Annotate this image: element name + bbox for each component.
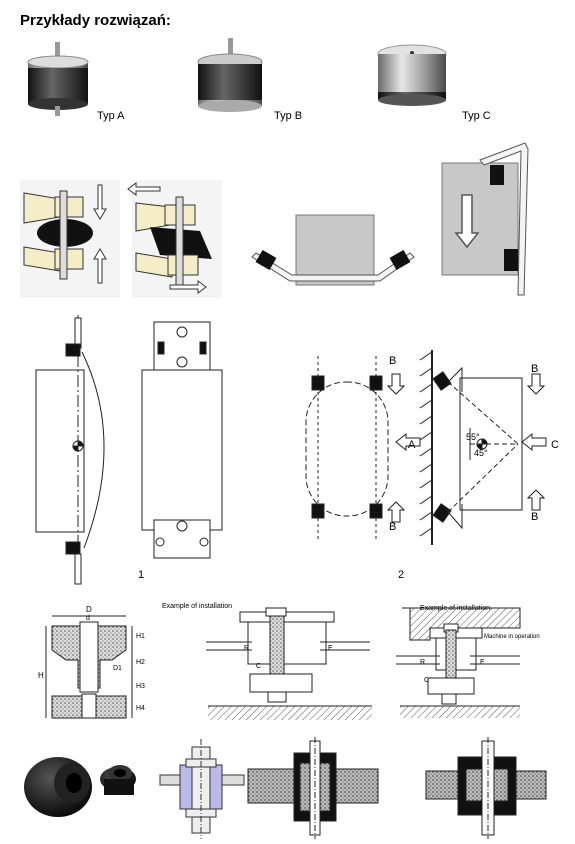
installation-example-2	[396, 607, 521, 718]
installation-example-1	[206, 607, 372, 720]
type-a-label: Typ A	[97, 110, 125, 122]
dim-H: H	[38, 671, 44, 680]
label-angle-45: 45°	[474, 448, 488, 458]
figure-number-2: 2	[398, 569, 404, 581]
example-2-R: R	[420, 659, 425, 666]
example-2-caption: Example of installation	[420, 605, 490, 612]
figure-2-side-view	[419, 350, 547, 545]
type-a-mount	[27, 42, 89, 116]
label-b-bottom-left: B	[389, 521, 396, 533]
example-1-caption: Example of installation	[162, 603, 232, 610]
wall-panel-diagram	[441, 142, 529, 296]
load-diagrams-row	[20, 142, 529, 298]
example-1-E: E	[328, 645, 333, 652]
label-a: A	[408, 439, 416, 451]
example-1-R: R	[244, 645, 249, 652]
label-b-top-left: B	[389, 355, 396, 367]
type-c-mount	[377, 44, 447, 106]
dimension-drawing	[45, 615, 133, 719]
figures-1-2: B B A B B C 55° 45° 1 2	[35, 315, 559, 585]
v-tray-diagram	[251, 214, 415, 286]
installation-row: D d D1 H H1 H2 H3 H4 Example of installa…	[38, 603, 540, 720]
dim-D: D	[86, 605, 92, 614]
example-2-C: C	[424, 677, 429, 684]
panel-section-1	[247, 737, 379, 839]
figure-1-front-view	[141, 321, 223, 559]
grommet-cross-section	[159, 739, 245, 839]
example-2-E: E	[480, 659, 485, 666]
dim-d: d	[86, 615, 90, 622]
mount-types-row	[27, 38, 447, 116]
figure-2-front-view	[305, 356, 421, 540]
grommets-row	[24, 737, 547, 839]
compression-diagram	[20, 180, 120, 298]
label-angle-55: 55°	[466, 432, 480, 442]
type-c-label: Typ C	[462, 110, 491, 122]
example-1-C: C	[256, 663, 261, 670]
example-2-machine-label: Machine in operation	[484, 634, 540, 640]
dim-H4: H4	[136, 705, 145, 712]
label-c: C	[551, 439, 559, 451]
figure-1-side-view	[35, 315, 105, 585]
panel-section-2	[425, 737, 547, 839]
dim-D1: D1	[113, 665, 122, 672]
page-title: Przykłady rozwiązań:	[20, 12, 171, 29]
dim-H2: H2	[136, 659, 145, 666]
type-b-label: Typ B	[274, 110, 303, 122]
figure-number-1: 1	[138, 569, 144, 581]
shear-diagram	[127, 180, 222, 298]
label-b-bottom-right: B	[531, 511, 538, 523]
type-b-mount	[197, 38, 263, 112]
label-b-top-right: B	[531, 363, 538, 375]
dim-H1: H1	[136, 633, 145, 640]
dim-H3: H3	[136, 683, 145, 690]
rubber-grommet-photos	[24, 757, 136, 817]
